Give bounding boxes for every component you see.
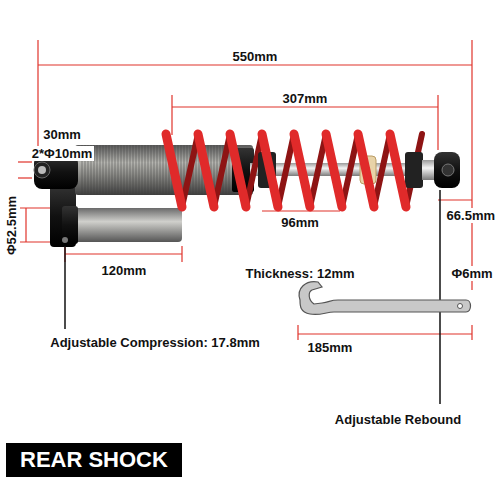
dimension-line <box>18 161 32 162</box>
spring-seat <box>405 152 423 188</box>
spring-coil <box>390 134 406 207</box>
hook-spanner <box>299 282 470 315</box>
dimension-label: 185mm <box>306 340 355 355</box>
dimension-label: Φ52.5mm <box>5 193 20 256</box>
dimension-label: Thickness: 12mm <box>243 266 356 281</box>
dimension-label: 30mm <box>41 127 83 142</box>
leader-line <box>439 190 441 404</box>
dimension-line <box>25 208 26 242</box>
dimension-label: Φ6mm <box>449 266 494 281</box>
callout-label: Adjustable Rebound <box>333 412 463 427</box>
dimension-line <box>65 253 182 254</box>
spring-coil-back <box>310 134 326 207</box>
mount-bushing <box>38 166 46 174</box>
extension-line <box>437 95 438 150</box>
compression-knob <box>62 237 68 243</box>
dimension-line <box>18 177 32 178</box>
bottom-eye <box>434 152 460 188</box>
spring-coil-back <box>278 134 294 207</box>
extension-line <box>471 40 472 290</box>
reservoir-cap <box>62 206 78 244</box>
dimension-label: 307mm <box>281 91 330 106</box>
extension-line <box>471 325 472 340</box>
dimension-label: 550mm <box>231 49 280 64</box>
spring-coil <box>294 134 310 207</box>
spring-coil <box>326 134 342 207</box>
title-text: REAR SHOCK <box>20 447 168 473</box>
spring-coil-back <box>406 134 422 207</box>
dimension-label: 66.5mm <box>445 208 497 223</box>
dimension-line <box>172 106 438 107</box>
dimension-line <box>262 210 340 211</box>
rebound-adjuster <box>422 160 436 180</box>
callout-label: Adjustable Compression: 17.8mm <box>48 335 262 350</box>
spring-coil-back <box>342 134 358 207</box>
spring-coil <box>358 134 374 207</box>
title-box: REAR SHOCK <box>6 443 182 477</box>
spring-coil <box>198 134 214 207</box>
spring-coil <box>230 134 246 207</box>
dimension-line <box>298 333 472 334</box>
mount-eye <box>34 162 50 178</box>
reservoir <box>74 208 182 242</box>
leader-line <box>64 246 66 329</box>
dimension-label: 120mm <box>100 263 149 278</box>
dimension-lines <box>18 40 472 340</box>
spring-coil <box>262 134 278 207</box>
dimension-line <box>438 199 472 200</box>
spring-coil-back <box>182 134 198 207</box>
dimension-label: 96mm <box>279 215 321 230</box>
bottom-eye-hole <box>442 164 454 176</box>
dimension-line <box>38 64 472 65</box>
dimension-label: 2*Φ10mm <box>30 146 95 161</box>
extension-line <box>171 95 172 135</box>
extension-line <box>297 325 298 340</box>
spring-coil <box>166 134 182 207</box>
spring-coil-back <box>214 134 230 207</box>
spanner-hole <box>458 304 463 309</box>
